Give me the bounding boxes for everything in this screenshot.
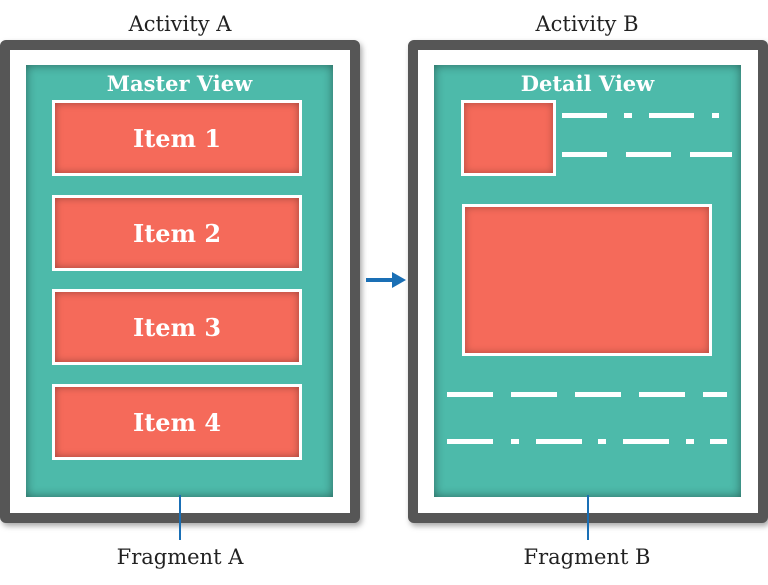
fragment-b-detail-view: Detail View xyxy=(434,65,741,497)
detail-thumbnail-image xyxy=(461,100,556,176)
detail-text-line xyxy=(598,439,606,444)
detail-text-line xyxy=(624,113,632,118)
detail-text-line xyxy=(536,439,582,444)
detail-text-line xyxy=(562,113,607,118)
detail-view-title: Detail View xyxy=(520,71,655,96)
activity-a-frame: Master View Item 1 Item 2 Item 3 Item 4 xyxy=(0,40,360,523)
list-item-4[interactable]: Item 4 xyxy=(52,384,302,460)
list-item-3[interactable]: Item 3 xyxy=(52,289,302,365)
list-item-label: Item 2 xyxy=(55,198,299,268)
list-item-label: Item 4 xyxy=(55,387,299,457)
master-view-title: Master View xyxy=(106,71,253,96)
fragment-b-label: Fragment B xyxy=(523,545,651,569)
detail-text-line xyxy=(639,392,685,397)
fragment-a-label: Fragment A xyxy=(116,545,244,569)
detail-text-line xyxy=(649,113,694,118)
detail-text-line xyxy=(626,152,671,157)
detail-text-line xyxy=(575,392,621,397)
activity-a-title: Activity A xyxy=(128,12,232,36)
detail-text-line xyxy=(710,439,727,444)
detail-text-line xyxy=(712,113,719,118)
fragment-a-connector-line xyxy=(179,495,181,540)
detail-text-line xyxy=(690,152,732,157)
detail-text-line xyxy=(447,439,493,444)
activity-b-title: Activity B xyxy=(535,12,639,36)
navigation-arrow-icon xyxy=(366,272,406,288)
fragment-a-master-view: Master View Item 1 Item 2 Item 3 Item 4 xyxy=(26,65,333,497)
detail-text-line xyxy=(686,439,694,444)
detail-text-line xyxy=(703,392,727,397)
detail-text-line xyxy=(511,439,519,444)
list-item-1[interactable]: Item 1 xyxy=(52,100,302,176)
detail-text-line xyxy=(511,392,557,397)
list-item-label: Item 1 xyxy=(55,103,299,173)
detail-text-line xyxy=(623,439,669,444)
activity-b-frame: Detail View xyxy=(408,40,768,523)
list-item-label: Item 3 xyxy=(55,292,299,362)
fragment-b-connector-line xyxy=(587,495,589,540)
detail-text-line xyxy=(562,152,607,157)
detail-main-image xyxy=(462,204,712,356)
detail-text-line xyxy=(447,392,493,397)
list-item-2[interactable]: Item 2 xyxy=(52,195,302,271)
